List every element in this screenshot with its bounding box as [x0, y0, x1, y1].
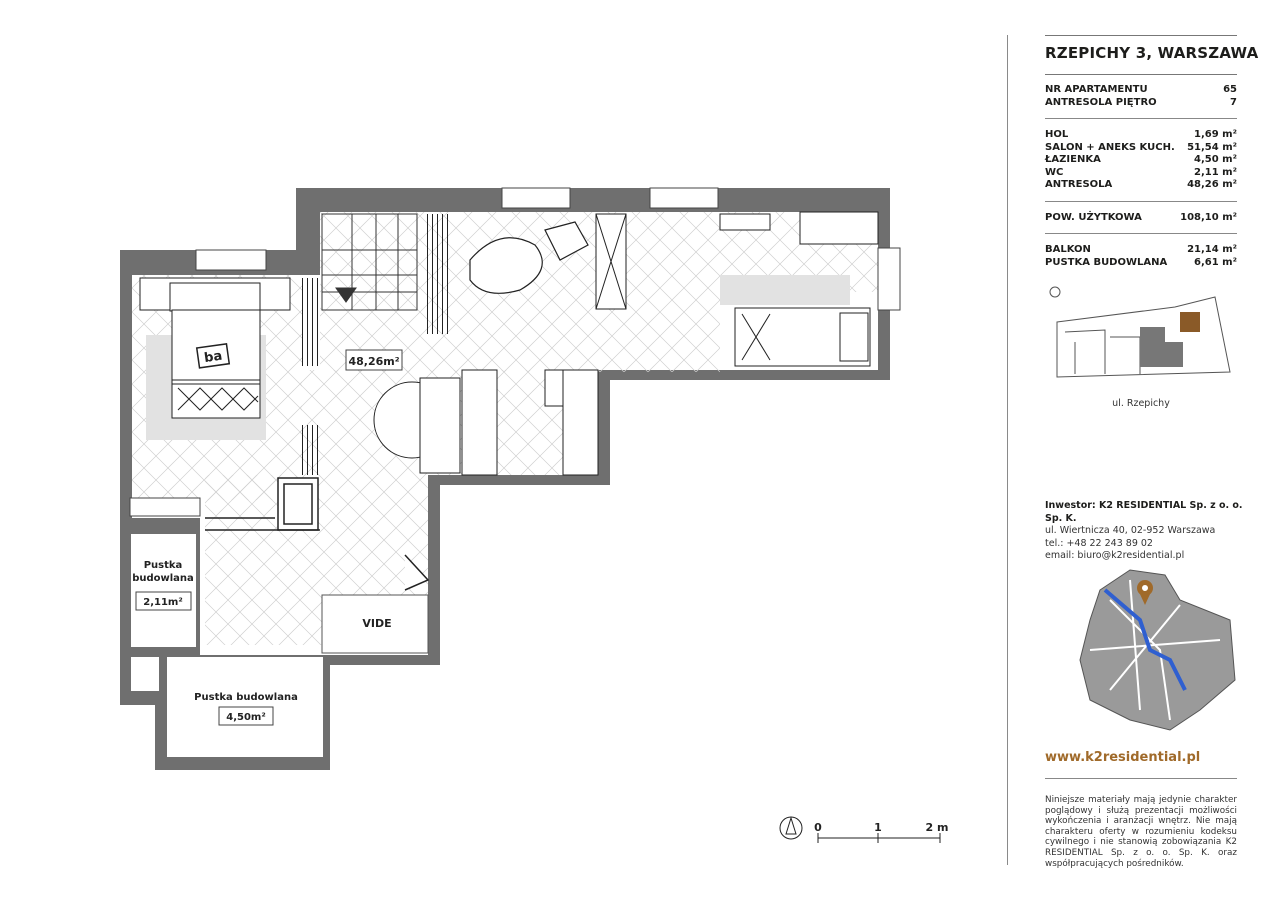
void1-label: Pustka budowlana 2,11m²	[132, 560, 194, 611]
area-row: BALKON 21,14 m²	[1045, 244, 1237, 257]
investor-block: Inwestor: K2 RESIDENTIAL Sp. z o. o. Sp.…	[1045, 500, 1245, 563]
svg-text:0: 0	[814, 821, 822, 834]
area-row-value: 6,61 m²	[1194, 256, 1237, 268]
lower-furniture	[205, 477, 430, 591]
bottom-rule	[1045, 778, 1237, 779]
area-row-label: SALON + ANEKS KUCH.	[1045, 141, 1175, 153]
usable-row: POW. UŻYTKOWA 108,10 m²	[1045, 212, 1237, 225]
usable-value: 108,10 m²	[1180, 211, 1237, 223]
usable-label: POW. UŻYTKOWA	[1045, 211, 1142, 223]
logo-cushion: ba	[195, 343, 231, 369]
area-row-label: PUSTKA BUDOWLANA	[1045, 256, 1168, 268]
windows	[129, 187, 901, 517]
area-row-value: 48,26 m²	[1187, 179, 1237, 190]
area-row-label: HOL	[1045, 129, 1069, 140]
top-rule	[1045, 35, 1237, 36]
svg-text:2 m: 2 m	[926, 821, 949, 834]
street-label: ul. Rzepichy	[1112, 398, 1170, 409]
wardrobe	[595, 213, 627, 310]
scale-bar	[817, 833, 941, 843]
svg-text:Pustka: Pustka	[144, 560, 183, 571]
area-row-value: 4,50 m²	[1194, 154, 1237, 165]
area-row-label: BALKON	[1045, 244, 1091, 255]
area-row: ANTRESOLA PIĘTRO 7	[1045, 97, 1237, 110]
void2-label: Pustka budowlana 4,50m²	[194, 692, 298, 726]
city-map	[1079, 569, 1236, 731]
slatted-panels	[298, 214, 449, 475]
area-row: PUSTKA BUDOWLANA 6,61 m²	[1045, 257, 1237, 270]
extras-group: BALKON 21,14 m² PUSTKA BUDOWLANA 6,61 m²	[1045, 244, 1237, 278]
area-row-value: 2,11 m²	[1194, 166, 1237, 178]
project-title: RZEPICHY 3, WARSZAWA	[1045, 44, 1259, 62]
area-row-value: 51,54 m²	[1187, 141, 1237, 153]
investor-heading: Inwestor: K2 RESIDENTIAL Sp. z o. o. Sp.…	[1045, 500, 1243, 524]
void-label: VIDE	[362, 617, 391, 630]
area-row-label: ANTRESOLA PIĘTRO	[1045, 96, 1157, 108]
area-row: ANTRESOLA 48,26 m²	[1045, 179, 1237, 192]
svg-text:budowlana: budowlana	[132, 573, 194, 584]
area-row: HOL 1,69 m²	[1045, 129, 1237, 142]
area-row: WC 2,11 m²	[1045, 167, 1237, 180]
area-row-value: 1,69 m²	[1194, 129, 1237, 140]
play-track	[469, 221, 589, 294]
floor-plan: ba 48,26m² VIDE Pustka bu	[120, 187, 948, 843]
area-row-value: 21,14 m²	[1187, 244, 1237, 255]
svg-text:4,50m²: 4,50m²	[226, 712, 265, 723]
staircase	[321, 213, 418, 311]
area-row: ŁAZIENKA 4,50 m²	[1045, 154, 1237, 167]
investor-phone: tel.: +48 22 243 89 02	[1045, 537, 1153, 549]
area-row-value: 7	[1230, 96, 1237, 108]
svg-text:48,26m²: 48,26m²	[348, 355, 399, 368]
area-row-label: NR APARTAMENTU	[1045, 84, 1148, 95]
svg-text:ba: ba	[203, 349, 223, 366]
area-row-label: WC	[1045, 166, 1064, 178]
svg-text:1: 1	[874, 821, 882, 834]
area-row-value: 65	[1223, 84, 1237, 95]
area-row: SALON + ANEKS KUCH. 51,54 m²	[1045, 142, 1237, 155]
scale-labels: 0 1 2 m	[814, 821, 948, 834]
void-area	[321, 594, 429, 654]
key-plan	[1049, 286, 1231, 378]
investor-address: ul. Wiertnicza 40, 02-952 Warszawa	[1045, 525, 1216, 536]
bed-right	[719, 211, 879, 367]
title-rule	[1045, 74, 1237, 75]
area-label: 48,26m²	[345, 349, 403, 371]
rug-right	[720, 275, 850, 305]
divider-line	[1007, 35, 1008, 865]
usable-group: POW. UŻYTKOWA 108,10 m²	[1045, 212, 1237, 234]
area-row-label: ANTRESOLA	[1045, 179, 1113, 190]
disclaimer: Niniejsze materiały mają jedynie charakt…	[1045, 795, 1237, 869]
investor-email: email: biuro@k2residential.pl	[1045, 550, 1185, 561]
svg-text:Pustka budowlana: Pustka budowlana	[194, 692, 298, 703]
compass-icon	[779, 816, 803, 840]
desk-area	[373, 369, 599, 476]
area-row: NR APARTAMENTU 65	[1045, 84, 1237, 97]
area-row-label: ŁAZIENKA	[1045, 154, 1101, 165]
svg-text:2,11m²: 2,11m²	[143, 597, 182, 608]
void-rooms	[129, 532, 325, 759]
website-link[interactable]: www.k2residential.pl	[1045, 750, 1201, 765]
